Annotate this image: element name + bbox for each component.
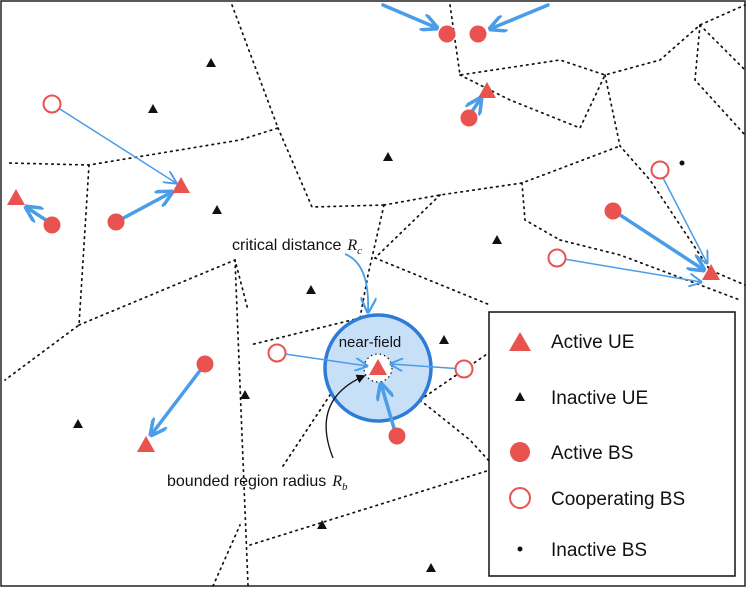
cooperating-links	[51, 103, 707, 369]
active-bs	[460, 109, 478, 127]
legend-inactive-bs-icon	[517, 546, 523, 552]
cooperating-bs-group	[42, 94, 670, 379]
active-ue	[478, 82, 496, 98]
active-bs	[388, 427, 406, 445]
active-ue	[137, 436, 155, 452]
legend-active-ue-icon	[509, 332, 531, 351]
cooperating-bs	[267, 343, 287, 363]
active-links	[26, 3, 704, 435]
cooperating-bs	[547, 248, 567, 268]
active-bs	[107, 213, 125, 231]
legend-active-bs-label: Active BS	[551, 443, 633, 464]
active-bs	[43, 216, 61, 234]
legend-active-bs-icon	[510, 442, 530, 462]
near-field-label: near-field	[339, 334, 402, 351]
legend-cooperating-bs-label: Cooperating BS	[551, 489, 685, 510]
active-bs	[604, 202, 622, 220]
inactive-bs	[679, 160, 685, 166]
legend-cooperating-bs-icon	[509, 487, 531, 509]
legend-inactive-ue-icon	[515, 392, 525, 401]
legend-active-ue-label: Active UE	[551, 332, 634, 353]
inactive-ue	[383, 152, 393, 161]
active-ue	[369, 359, 387, 375]
inactive-ue-group	[73, 58, 502, 572]
inactive-ue	[492, 235, 502, 244]
active-bs	[196, 355, 214, 373]
cooperating-bs	[650, 160, 670, 180]
legend-inactive-bs-label: Inactive BS	[551, 540, 647, 561]
bounded-region-arrow	[325, 374, 366, 459]
active-bs	[438, 25, 456, 43]
inactive-ue	[439, 335, 449, 344]
inactive-ue	[306, 285, 316, 294]
legend-inactive-ue-label: Inactive UE	[551, 388, 648, 409]
active-ue	[702, 264, 720, 280]
active-ue	[7, 189, 25, 205]
cooperating-bs	[454, 359, 474, 379]
inactive-ue	[148, 104, 158, 113]
active-bs	[469, 25, 487, 43]
active-ue	[172, 177, 190, 193]
critical-distance-arrow	[344, 253, 368, 312]
inactive-ue	[212, 205, 222, 214]
active-bs-group	[43, 25, 622, 445]
legend: Active UE Inactive UE Active BS Cooperat…	[488, 311, 736, 577]
inactive-ue	[317, 520, 327, 529]
cooperating-bs	[42, 94, 62, 114]
voronoi-boundaries	[4, 4, 746, 587]
inactive-ue	[426, 563, 436, 572]
inactive-ue	[206, 58, 216, 67]
legend-box	[488, 311, 736, 577]
inactive-ue	[73, 419, 83, 428]
active-ue-group	[7, 82, 720, 452]
inactive-ue	[240, 390, 250, 399]
